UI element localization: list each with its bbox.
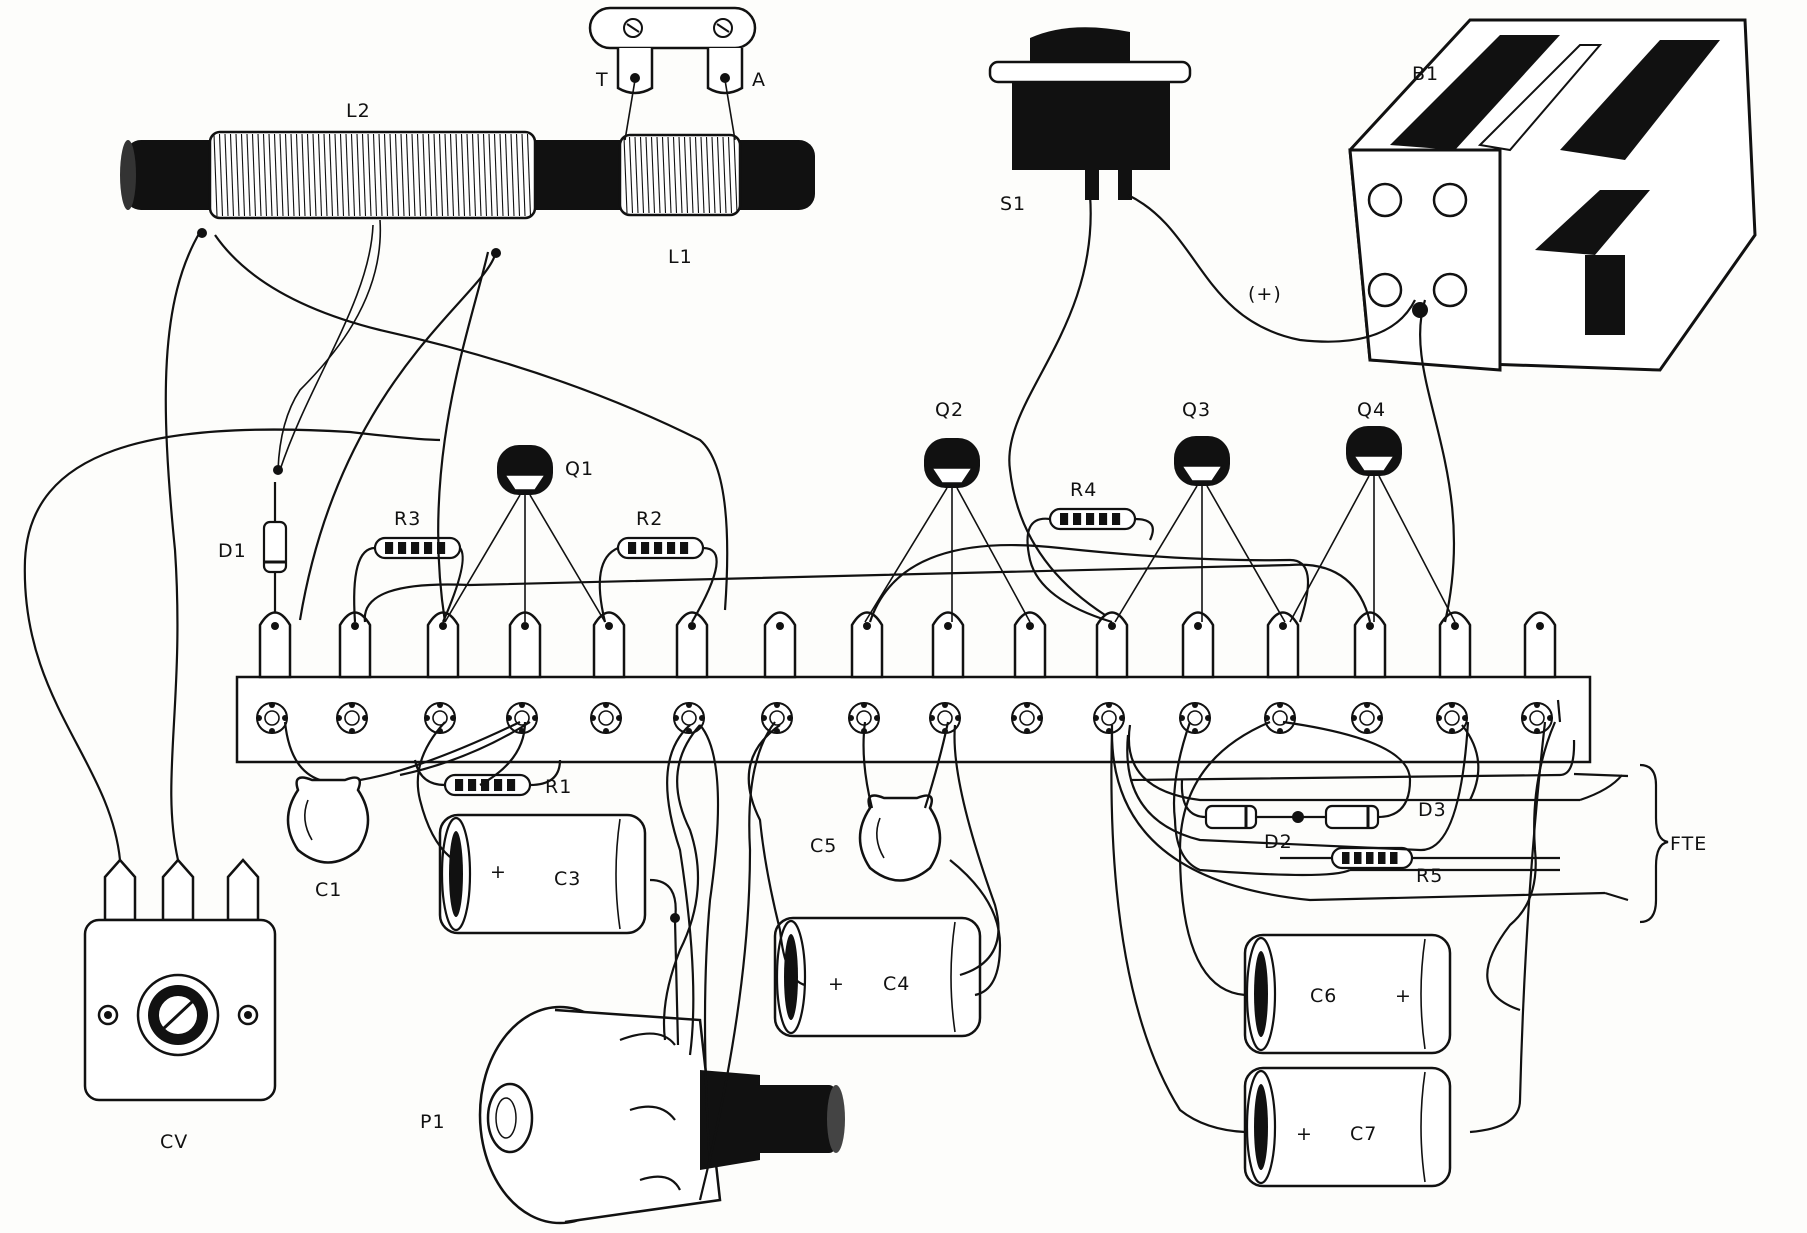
terminal-lug	[1438, 611, 1472, 679]
resistor-r4	[1048, 507, 1137, 531]
wiring	[23, 79, 1623, 1201]
capacitor-c3	[438, 813, 647, 935]
label-d2: D2	[1264, 831, 1293, 853]
capacitor-c4	[773, 916, 982, 1038]
capacitor-c5	[858, 794, 942, 882]
resistor-r3	[373, 536, 462, 560]
battery-holder-b1	[1348, 18, 1757, 372]
terminal-lug	[1013, 611, 1047, 679]
label-plus: (+)	[1248, 283, 1282, 305]
variable-capacitor-cv	[83, 858, 277, 1102]
label-r5: R5	[1416, 865, 1443, 887]
terminal-lug	[1266, 611, 1300, 679]
label-r4: R4	[1070, 479, 1097, 501]
label-c4: C4	[883, 973, 910, 995]
label-q1: Q1	[565, 458, 594, 480]
terminal-lug	[1181, 611, 1215, 679]
coil-l1	[618, 133, 742, 217]
ferrite-rod	[120, 130, 815, 220]
label-fte: FTE	[1670, 833, 1707, 855]
plus-c7: +	[1296, 1123, 1313, 1145]
resistor-r5	[1330, 846, 1414, 870]
label-q2: Q2	[935, 399, 964, 421]
diode-d3	[1324, 804, 1380, 830]
capacitor-c7	[1243, 1066, 1452, 1188]
capacitor-c1	[286, 776, 370, 864]
label-r2: R2	[636, 508, 663, 530]
terminal-eyelet	[673, 702, 705, 734]
diode-d2	[1204, 804, 1258, 830]
label-c7: C7	[1350, 1123, 1377, 1145]
antenna-terminal-block	[588, 6, 757, 95]
terminal-eyelet	[1011, 702, 1043, 734]
terminal-eyelet	[424, 702, 456, 734]
transistor-q3	[1174, 436, 1230, 486]
terminal-eyelet	[1351, 702, 1383, 734]
label-q3: Q3	[1182, 399, 1211, 421]
capacitor-c6	[1243, 933, 1452, 1055]
terminal-eyelet	[1093, 702, 1125, 734]
terminal-eyelet	[336, 702, 368, 734]
terminal-eyelet	[1436, 702, 1468, 734]
terminal-strip	[235, 611, 1592, 764]
transistor-q1	[497, 445, 553, 495]
label-a: A	[752, 69, 766, 91]
terminal-eyelet	[1521, 702, 1553, 734]
transistor-q2	[924, 438, 980, 488]
resistor-r2	[616, 536, 705, 560]
label-cv: CV	[160, 1131, 188, 1153]
speaker-bracket	[1573, 763, 1669, 924]
transistor-q4	[1346, 426, 1402, 476]
terminal-lug	[931, 611, 965, 679]
label-t: T	[595, 69, 609, 91]
resistor-r1	[443, 773, 532, 797]
diode-d1	[262, 482, 288, 612]
label-q4: Q4	[1357, 399, 1386, 421]
terminal-lug	[1353, 611, 1387, 679]
terminal-lug	[508, 611, 542, 679]
terminal-lug	[675, 611, 709, 679]
potentiometer-p1	[478, 1005, 845, 1225]
terminal-eyelet	[506, 702, 538, 734]
coil-l2	[208, 130, 537, 220]
terminal-eyelet	[256, 702, 288, 734]
label-s1: S1	[1000, 193, 1026, 215]
terminal-eyelet	[590, 702, 622, 734]
plus-c6: +	[1395, 985, 1412, 1007]
terminal-lug	[592, 611, 626, 679]
terminal-lug	[258, 611, 292, 679]
transistor-leads	[444, 475, 1456, 623]
terminal-lug	[1523, 611, 1557, 679]
switch-s1	[988, 27, 1192, 200]
terminal-eyelet	[761, 702, 793, 734]
resistor-leads	[353, 517, 1560, 860]
terminal-lug	[338, 611, 372, 679]
terminal-eyelet	[1264, 702, 1296, 734]
label-r3: R3	[394, 508, 421, 530]
label-l1: L1	[668, 246, 693, 268]
label-b1: B1	[1412, 63, 1439, 85]
label-l2: L2	[346, 100, 371, 122]
terminal-lug	[763, 611, 797, 679]
label-c1: C1	[315, 879, 342, 901]
label-d1: D1	[218, 540, 247, 562]
label-c5: C5	[810, 835, 837, 857]
terminal-eyelet	[1179, 702, 1211, 734]
terminal-lug	[1095, 611, 1129, 679]
label-c3: C3	[554, 868, 581, 890]
terminal-lug	[850, 611, 884, 679]
terminal-lug	[426, 611, 460, 679]
terminal-eyelet	[929, 702, 961, 734]
label-c6: C6	[1310, 985, 1337, 1007]
plus-c4: +	[828, 973, 845, 995]
label-d3: D3	[1418, 799, 1447, 821]
label-p1: P1	[420, 1111, 446, 1133]
plus-c3: +	[490, 861, 507, 883]
label-r1: R1	[545, 776, 572, 798]
